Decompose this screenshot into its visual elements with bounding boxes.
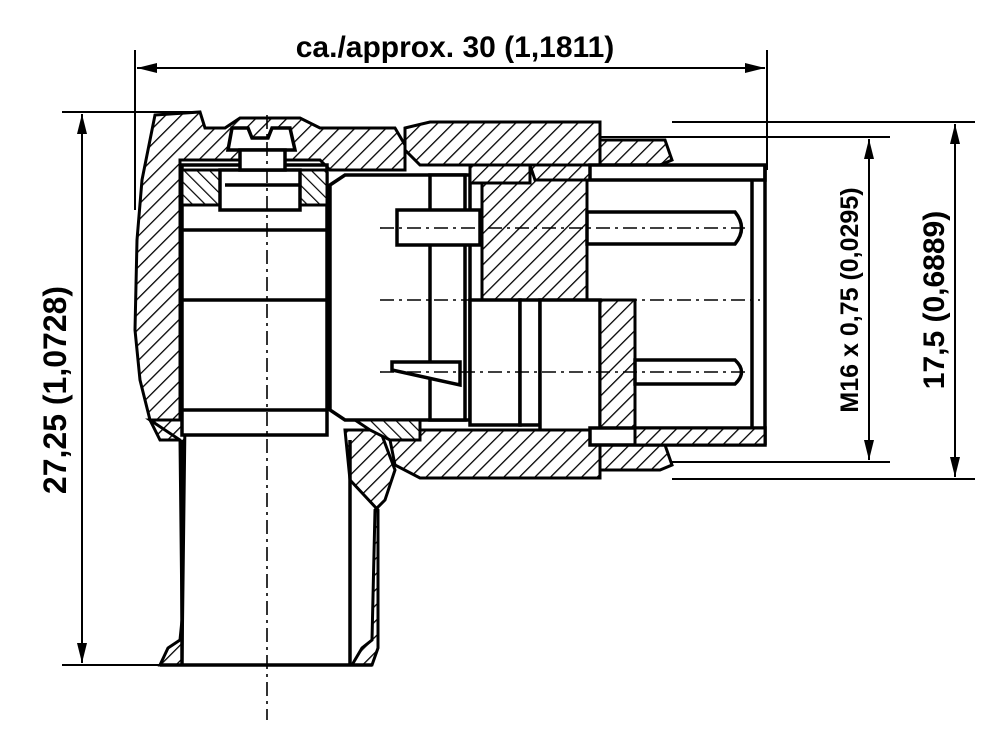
contact-insert [328,163,744,447]
dimension-label-thread: M16 x 0,75 (0,0295) [836,187,864,412]
dimension-left [62,111,200,666]
center-lines [266,115,760,720]
angled-housing [133,110,407,667]
dimension-flange [672,121,975,480]
dimension-top [134,50,768,210]
dimension-label-height: 27,25 (1,0728) [37,286,73,494]
dimension-label-flange: 17,5 (0,6889) [918,211,951,389]
coupling-nut [350,120,767,480]
dimension-label-length: ca./approx. 30 (1,1811) [296,31,615,64]
